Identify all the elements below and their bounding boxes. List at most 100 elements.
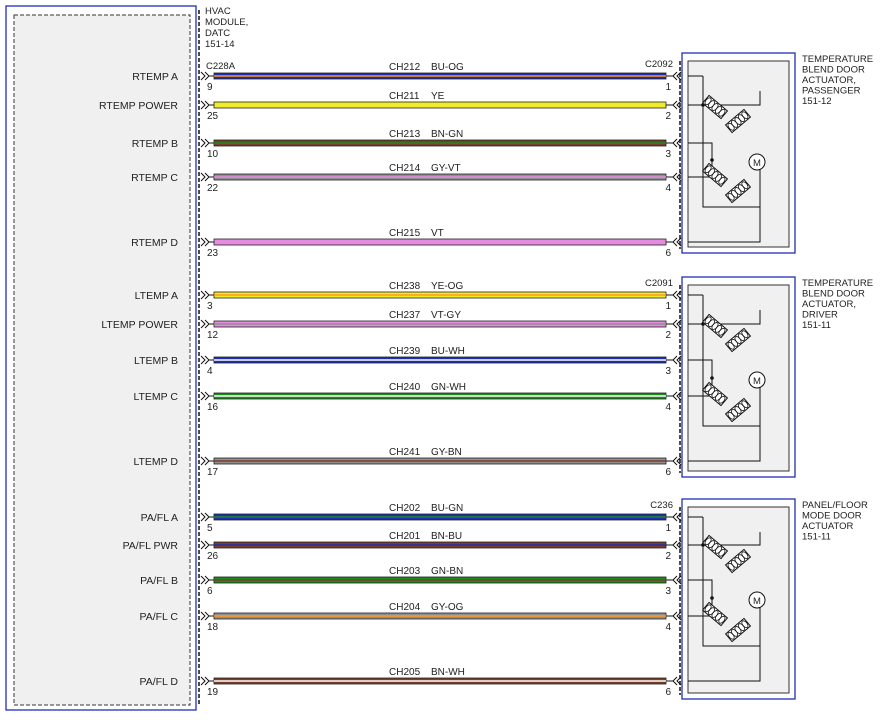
module-label: HVAC [205,6,231,17]
coil-turn [718,615,726,624]
circuit-number: CH204 [389,602,421,613]
internal-wire [702,545,760,647]
internal-wire [703,91,761,106]
actuator-label: ACTUATOR, [802,299,856,310]
connector-arrow [672,512,682,522]
coil [701,381,729,407]
wire-color-code: VT [431,228,444,239]
actuator-pin-number: 1 [665,82,671,93]
connector-arrow [200,100,210,110]
actuator-label: TEMPERATURE [802,54,873,65]
motor-icon [748,371,766,389]
module-pin-number: 5 [207,523,213,534]
coil [724,548,752,574]
actuator-pin-number: 1 [665,523,671,534]
module-pin-label: PA/FL D [139,676,178,688]
module-pin-number: 19 [207,687,219,698]
actuator-connector-id: C236 [650,500,673,511]
circuit-number: CH238 [389,281,421,292]
wire-color-code: VT-GY [431,310,461,321]
wire-color-code: BU-GN [431,503,463,514]
module-pin-number: 23 [207,248,219,259]
module-body [13,14,191,706]
module-connector-id: C228A [206,61,236,72]
motor-icon-letter: M [753,376,761,387]
module-pin-label: PA/FL C [139,611,178,623]
internal-wire [688,384,761,462]
module-pin-label: LTEMP POWER [101,319,178,331]
actuator-label: TEMPERATURE [802,278,873,289]
connector-arrow [200,71,210,81]
wire-color-code: BU-WH [431,346,465,357]
connector-arrow [200,540,210,550]
coil-body [724,548,752,574]
junction-dot [701,103,705,107]
internal-wire [703,310,761,325]
coil-body [701,381,729,407]
actuator-pin-number: 1 [665,301,671,312]
coil-turn [741,400,749,409]
coil-body [724,617,752,643]
motor-icon [748,591,766,609]
module-pin-number: 9 [207,82,213,93]
module-pin-label: RTEMP POWER [99,100,178,112]
module-pin-label: PA/FL A [141,512,178,524]
circuit-number: CH215 [389,228,421,239]
actuator-pin-number: 6 [665,687,671,698]
connector-arrow [200,355,210,365]
module-pin-number: 12 [207,330,219,341]
connector-arrow [200,456,210,466]
coil [724,617,752,643]
module-label: MODULE, [205,17,248,28]
coil-body [701,94,729,120]
connector-arrow [200,676,210,686]
circuit-number: CH240 [389,382,421,393]
coil [701,313,729,339]
module-pin-number: 4 [207,366,213,377]
motor-icon-letter: M [753,158,761,169]
circuit-number: CH212 [389,62,421,73]
coil-body [724,327,752,353]
internal-wire [688,604,761,682]
wire-color-code: GY-BN [431,447,462,458]
coil-turn [741,330,749,339]
coil-body [701,601,729,627]
connector-arrow [672,355,682,365]
actuator-pin-number: 6 [665,467,671,478]
module-pin-label: RTEMP B [132,138,178,150]
coil-turn [718,327,726,336]
actuator-pin-number: 6 [665,248,671,259]
wire-color-code: BN-WH [431,667,465,678]
wire-color-code: YE-OG [431,281,463,292]
coil-body [724,397,752,423]
wire-color-code: GY-OG [431,602,464,613]
junction-dot [710,596,714,600]
connector-arrow [200,138,210,148]
coil [724,327,752,353]
actuator-body [687,60,790,248]
actuator-label: BLEND DOOR [802,289,865,300]
wire-color-code: GY-VT [431,163,461,174]
coil-turn [718,108,726,117]
coil [724,397,752,423]
actuator-connector-id: C2091 [645,278,673,289]
connector-arrow [672,290,682,300]
module-pin-number: 25 [207,111,219,122]
connector-arrow [200,290,210,300]
coil-turn [718,176,726,185]
connector-arrow [672,611,682,621]
junction-dot [701,322,705,326]
coil [701,534,729,560]
actuator-label: PANEL/FLOOR [802,500,868,511]
connector-arrow [672,391,682,401]
coil-body [724,108,752,134]
actuator-pin-number: 2 [665,551,671,562]
coil-turn [741,551,749,560]
actuator-label: PASSENGER [802,86,861,97]
actuator-pin-number: 2 [665,330,671,341]
module-pin-label: PA/FL PWR [123,540,179,552]
module-label: DATC [205,28,230,39]
connector-arrow [200,611,210,621]
coil-body [701,313,729,339]
module-label: 151-14 [205,39,235,50]
